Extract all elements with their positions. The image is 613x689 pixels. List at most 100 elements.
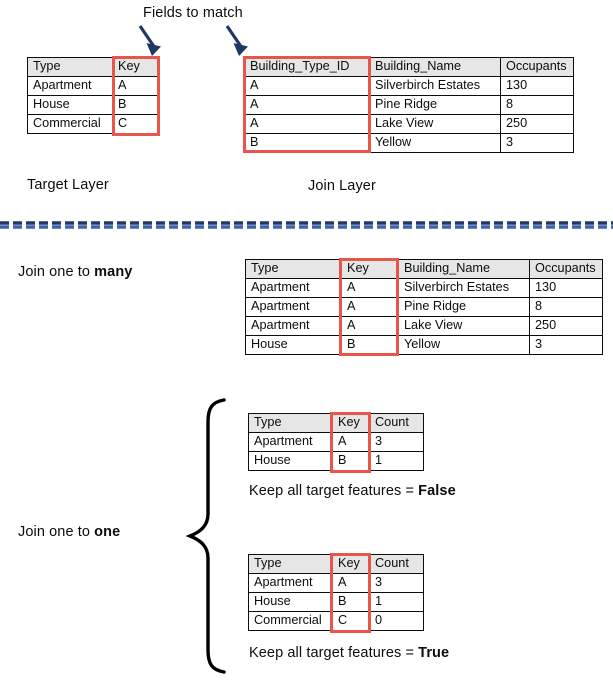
table-row: House B [27, 95, 159, 115]
column-header: Occupants [529, 259, 603, 279]
column-header: Type [248, 554, 333, 574]
cell: Apartment [245, 316, 342, 336]
cell: B [332, 451, 370, 471]
cell: House [248, 451, 333, 471]
cell: A [244, 114, 370, 134]
cell: House [245, 335, 342, 355]
keep-true-value: True [418, 645, 450, 661]
table-row: A Lake View 250 [244, 114, 574, 134]
cell: A [112, 76, 159, 96]
table-row: House B 1 [248, 451, 424, 471]
cell: Yellow [398, 335, 530, 355]
table-row: A Pine Ridge 8 [244, 95, 574, 115]
cell: 3 [500, 133, 574, 153]
curly-brace-icon [185, 398, 226, 674]
table-header-row: Type Key Count [248, 413, 424, 433]
column-header: Type [248, 413, 333, 433]
join-layer-caption: Join Layer [308, 178, 376, 194]
table-row: Apartment A 3 [248, 573, 424, 593]
column-header: Key [112, 57, 159, 77]
cell: Commercial [248, 611, 333, 631]
cell: 1 [369, 451, 424, 471]
join-one-to-many-prefix: Join one to [18, 264, 95, 280]
column-header: Count [369, 413, 424, 433]
cell: 3 [529, 335, 603, 355]
cell: Pine Ridge [398, 297, 530, 317]
table-row: Apartment A Pine Ridge 8 [245, 297, 603, 317]
target-layer-caption: Target Layer [27, 177, 109, 193]
column-header: Building_Name [369, 57, 501, 77]
cell: Silverbirch Estates [398, 278, 530, 298]
table-row: Commercial C 0 [248, 611, 424, 631]
keep-all-target-features-true-caption: Keep all target features = True [249, 645, 449, 661]
cell: Silverbirch Estates [369, 76, 501, 96]
cell: A [341, 297, 399, 317]
column-header: Key [332, 413, 370, 433]
fields-to-match-label: Fields to match [143, 5, 243, 21]
cell: Apartment [27, 76, 113, 96]
cell: 1 [369, 592, 424, 612]
arrow-to-join-key-icon [225, 25, 248, 56]
keep-false-prefix: Keep all target features = [249, 483, 419, 499]
cell: B [112, 95, 159, 115]
table-header-row: Building_Type_ID Building_Name Occupants [244, 57, 574, 77]
cell: Commercial [27, 114, 113, 134]
cell: Apartment [245, 297, 342, 317]
cell: 0 [369, 611, 424, 631]
join-one-to-one-emphasis: one [94, 524, 121, 540]
cell: Apartment [248, 432, 333, 452]
table-row: House B Yellow 3 [245, 335, 603, 355]
column-header: Count [369, 554, 424, 574]
cell: B [341, 335, 399, 355]
cell: House [248, 592, 333, 612]
cell: C [332, 611, 370, 631]
table-row: B Yellow 3 [244, 133, 574, 153]
join-one-to-many-label: Join one to many [18, 264, 132, 280]
keep-false-value: False [418, 483, 456, 499]
column-header: Key [332, 554, 370, 574]
table-row: Apartment A 3 [248, 432, 424, 452]
cell: Lake View [398, 316, 530, 336]
cell: Pine Ridge [369, 95, 501, 115]
cell: 250 [500, 114, 574, 134]
cell: A [244, 95, 370, 115]
cell: 3 [369, 573, 424, 593]
join-one-to-one-label: Join one to one [18, 524, 120, 540]
arrow-to-target-key-icon [138, 25, 161, 56]
keep-true-prefix: Keep all target features = [249, 645, 419, 661]
section-divider [0, 221, 613, 229]
table-row: Apartment A [27, 76, 159, 96]
table-row: Apartment A Lake View 250 [245, 316, 603, 336]
join-one-to-many-emphasis: many [94, 264, 133, 280]
cell: Apartment [248, 573, 333, 593]
cell: 8 [500, 95, 574, 115]
column-header: Occupants [500, 57, 574, 77]
cell: House [27, 95, 113, 115]
cell: Apartment [245, 278, 342, 298]
table-header-row: Type Key [27, 57, 159, 77]
join-one-to-one-prefix: Join one to [18, 524, 95, 540]
column-header: Building_Name [398, 259, 530, 279]
cell: A [341, 278, 399, 298]
cell: 130 [529, 278, 603, 298]
cell: B [332, 592, 370, 612]
table-header-row: Type Key Count [248, 554, 424, 574]
column-header: Key [341, 259, 399, 279]
target-layer-table: Type Key Apartment A House B Commercial … [27, 57, 159, 134]
cell: 3 [369, 432, 424, 452]
cell: Yellow [369, 133, 501, 153]
cell: A [244, 76, 370, 96]
cell: A [332, 573, 370, 593]
table-row: Apartment A Silverbirch Estates 130 [245, 278, 603, 298]
cell: B [244, 133, 370, 153]
column-header: Building_Type_ID [244, 57, 370, 77]
keep-all-target-features-false-caption: Keep all target features = False [249, 483, 456, 499]
column-header: Type [27, 57, 113, 77]
table-row: House B 1 [248, 592, 424, 612]
cell: Lake View [369, 114, 501, 134]
cell: A [332, 432, 370, 452]
join-layer-table: Building_Type_ID Building_Name Occupants… [244, 57, 574, 153]
column-header: Type [245, 259, 342, 279]
one-to-many-result-table: Type Key Building_Name Occupants Apartme… [245, 259, 603, 355]
